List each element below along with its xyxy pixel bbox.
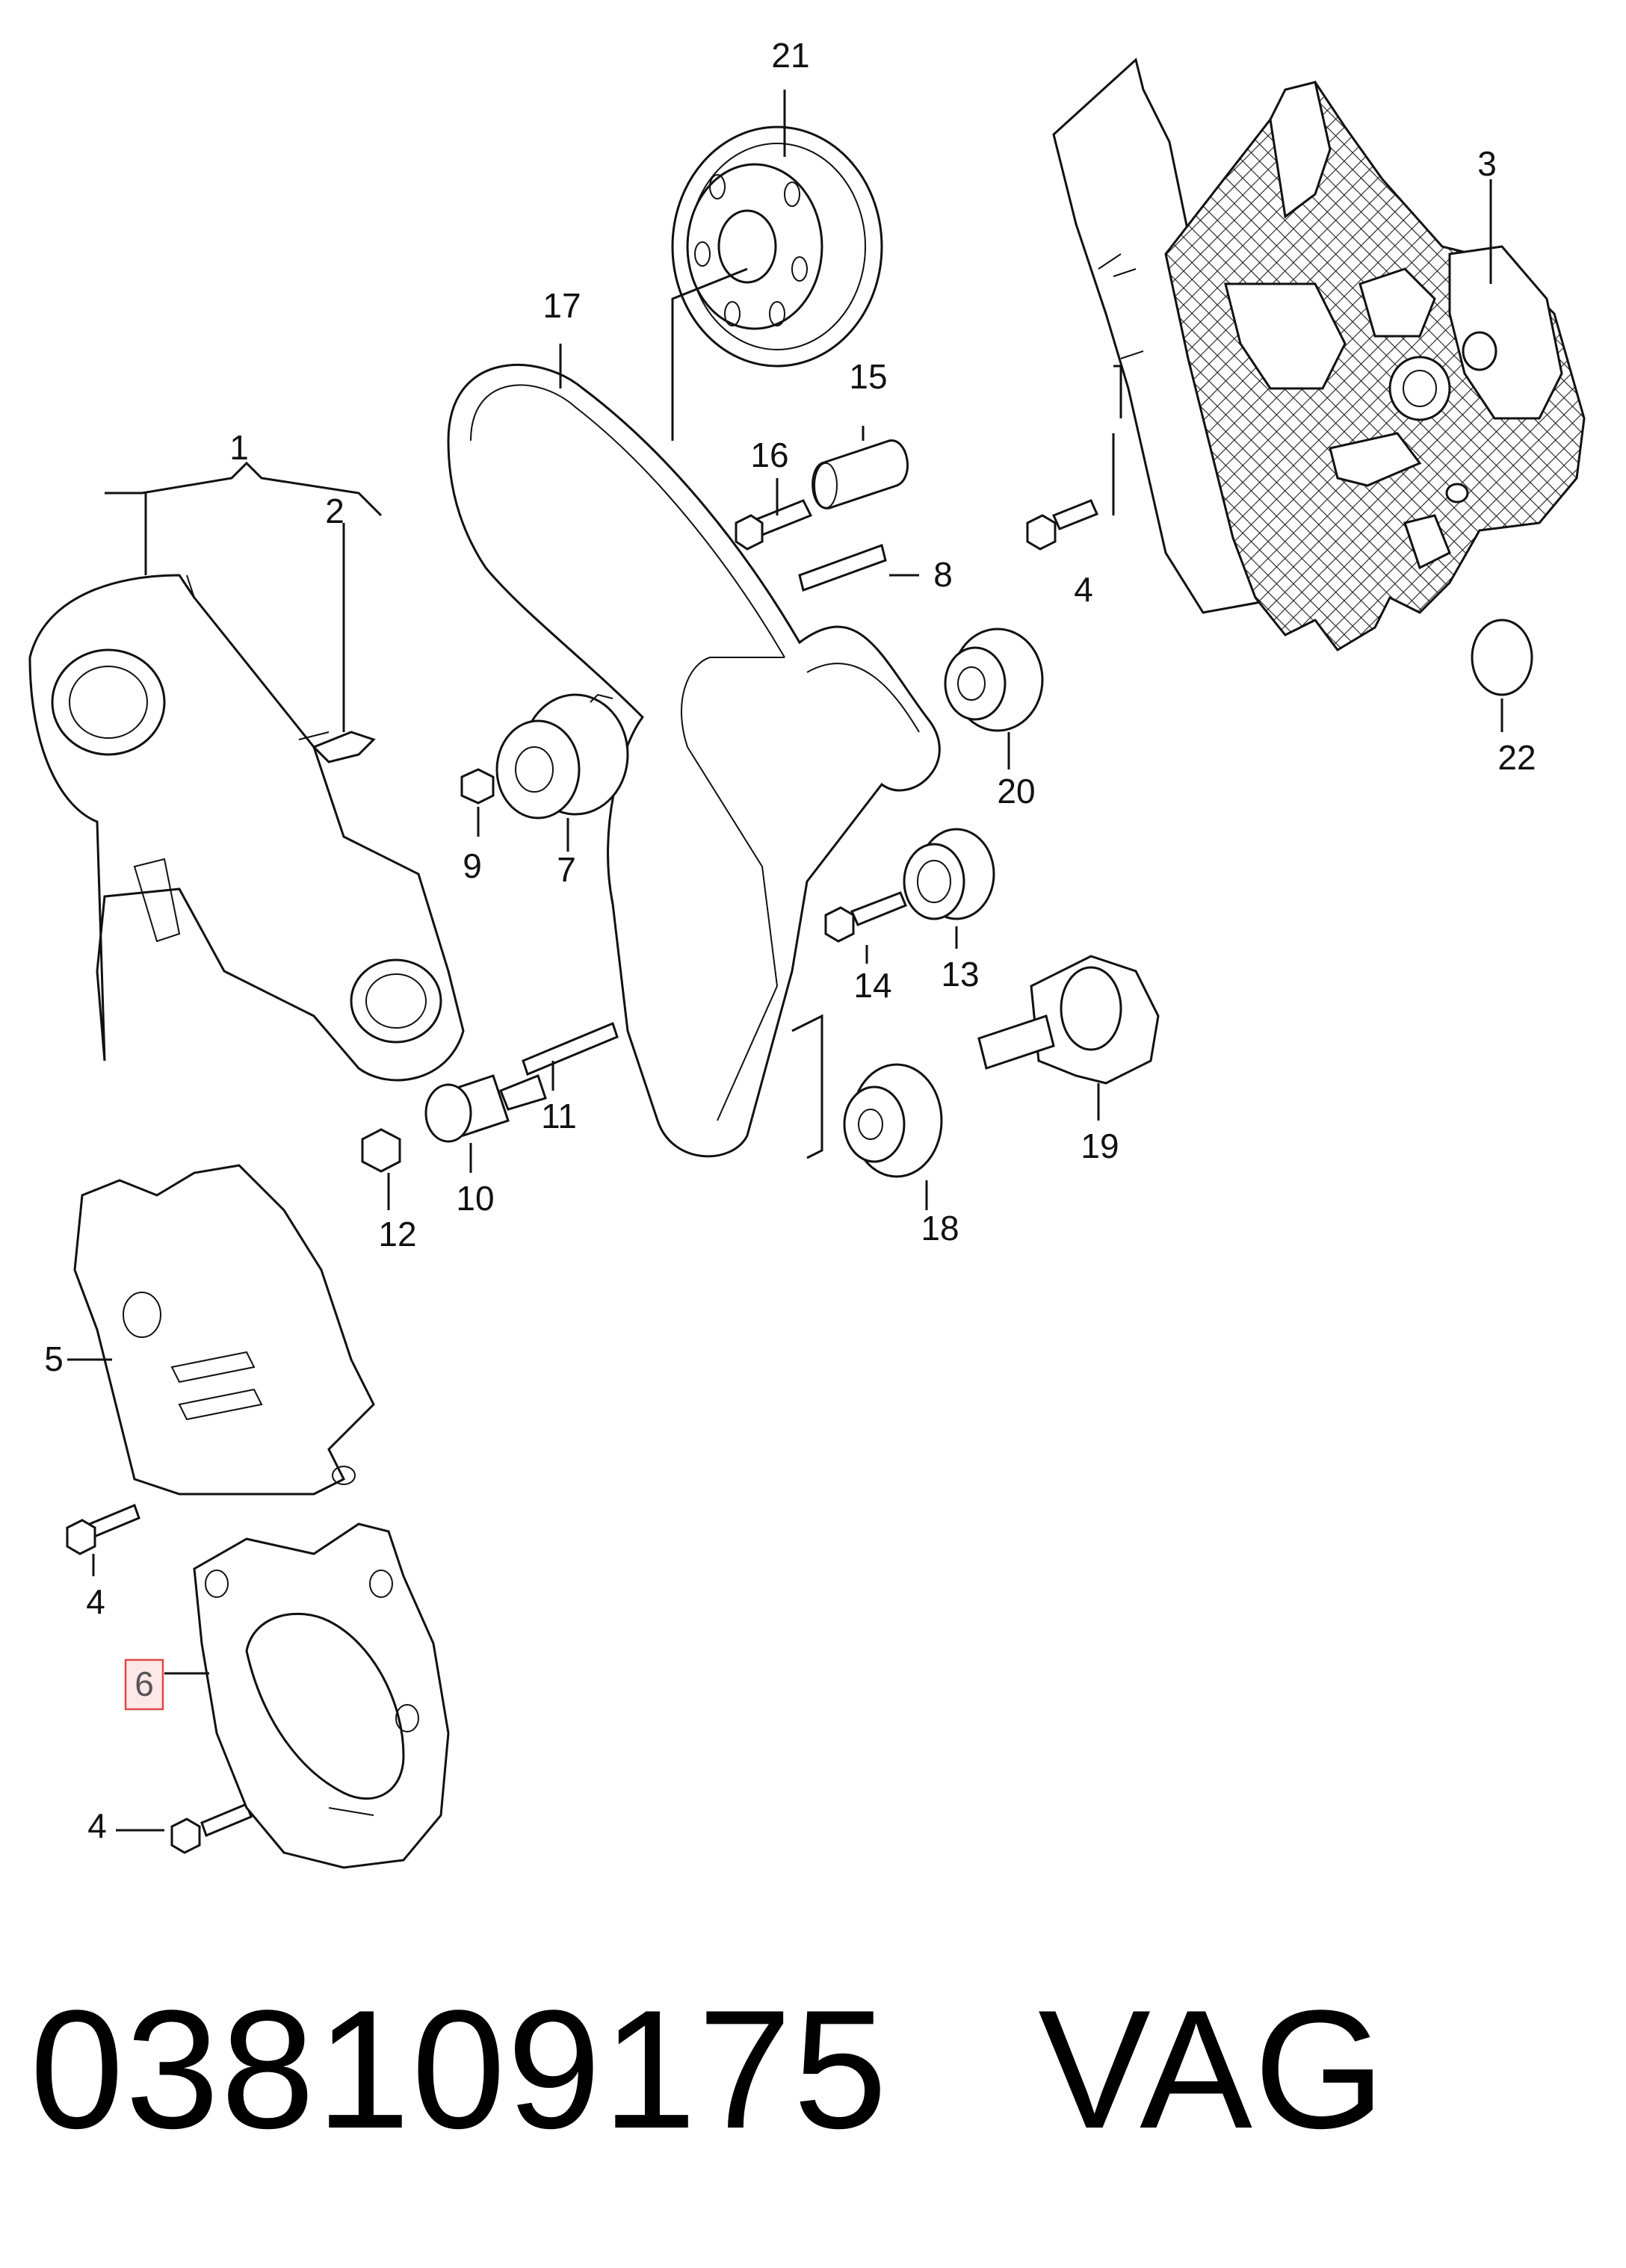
brand-name: VAG: [1038, 1974, 1387, 2163]
callout-5: 5: [44, 1339, 64, 1378]
callout-11: 11: [541, 1097, 577, 1135]
callout-2: 2: [325, 492, 344, 530]
callout-12: 12: [378, 1215, 416, 1254]
callout-3: 3: [1477, 144, 1497, 183]
rear-timing-cover: [1052, 58, 1586, 651]
callout-14: 14: [853, 966, 891, 1005]
water-pump: [977, 955, 1160, 1085]
callout-18: 18: [921, 1209, 959, 1248]
guide-nut: [361, 1128, 401, 1173]
callout-20: 20: [997, 772, 1035, 811]
highlight-box: [124, 1658, 164, 1711]
idler-bolt: [824, 891, 907, 943]
callout-4-upper: 4: [1074, 570, 1093, 609]
callout-8: 8: [933, 555, 953, 594]
bolt: [1026, 499, 1099, 551]
clip: [312, 731, 376, 763]
callout-22: 22: [1497, 738, 1536, 777]
callout-13: 13: [941, 955, 979, 994]
upper-timing-cover: [28, 574, 465, 1082]
idler-roller: [903, 828, 995, 920]
callout-21: 21: [771, 36, 809, 75]
guide-stud: [522, 1021, 619, 1076]
callout-4-middle: 4: [86, 1582, 105, 1621]
callout-19: 19: [1081, 1127, 1119, 1165]
callout-1: 1: [229, 428, 249, 467]
callout-9: 9: [463, 846, 482, 885]
callout-15: 15: [849, 357, 887, 396]
callout-4-lower: 4: [87, 1806, 107, 1845]
stud: [798, 544, 887, 592]
exploded-parts-diagram: 1 2 3 4 4 4 4 5 6 7 8 9 10 11 12 13 14 1…: [28, 36, 1586, 1869]
crank-sprocket: [843, 1063, 943, 1178]
lower-timing-cover: [193, 1522, 450, 1869]
footer-part-number: 038109175 VAG: [30, 1972, 1387, 2166]
timing-belt: [447, 363, 941, 1158]
crankshaft-gear: [944, 628, 1044, 732]
bolt: [170, 1803, 253, 1854]
leader-lines: [67, 90, 1503, 1832]
callout-16: 16: [750, 436, 788, 474]
callout-7: 7: [557, 850, 576, 889]
seal-plug: [1471, 619, 1533, 696]
callout-labels: 1 2 3 4 4 4 4 5 6 7 8 9 10 11 12 13 14 1…: [44, 36, 1536, 1845]
middle-timing-cover: [73, 1164, 375, 1496]
camshaft-sprocket: [671, 126, 883, 368]
tensioner-roller: [495, 693, 629, 819]
tensioner-nut: [460, 768, 495, 805]
callout-17: 17: [542, 286, 581, 325]
bolt: [66, 1504, 140, 1555]
idler-bolt-and-bush: [735, 439, 909, 551]
part-number: 038109175: [30, 1974, 889, 2163]
callout-6: 6: [135, 1664, 154, 1703]
callout-10: 10: [456, 1179, 494, 1218]
guide-roller: [424, 1074, 547, 1143]
